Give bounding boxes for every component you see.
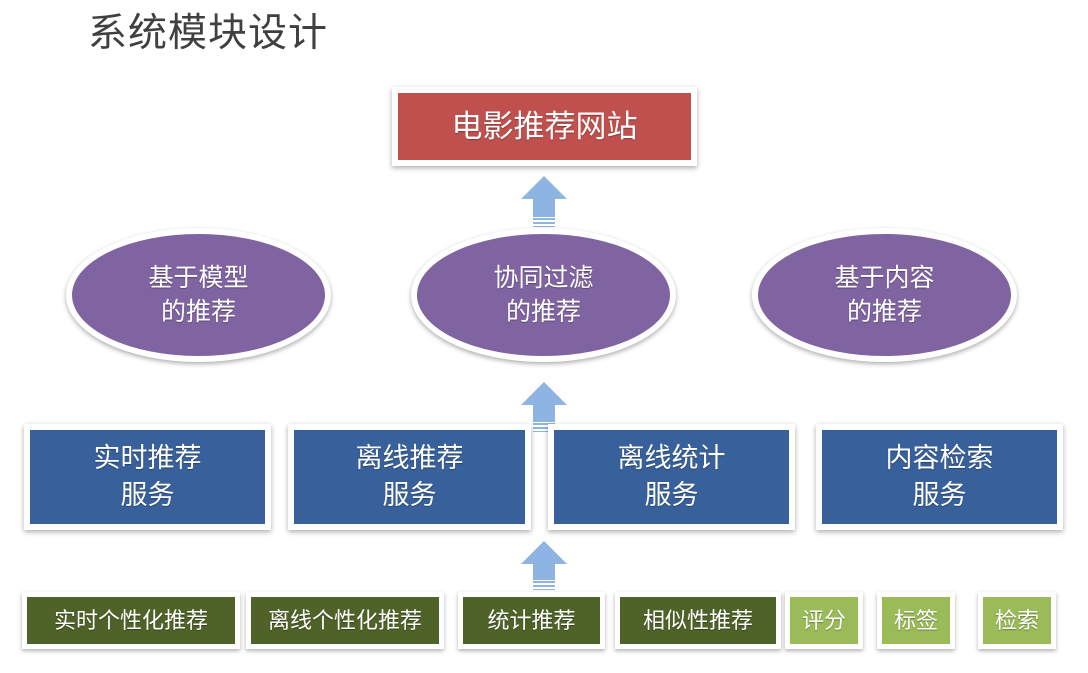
top-node-label: 电影推荐网站 xyxy=(451,108,638,144)
algorithm-node-collaborative-filtering[interactable]: 协同过滤 的推荐 xyxy=(411,228,676,362)
algorithm-node-label: 基于模型 的推荐 xyxy=(148,264,249,326)
service-node-label: 离线统计 服务 xyxy=(617,443,726,510)
data-node-similarity-recommendation[interactable]: 相似性推荐 xyxy=(615,592,781,649)
data-node-tag[interactable]: 标签 xyxy=(877,592,955,649)
algorithm-node-content-based[interactable]: 基于内容 的推荐 xyxy=(752,228,1017,362)
algorithm-node-model-based[interactable]: 基于模型 的推荐 xyxy=(66,228,331,362)
arrow-head-icon xyxy=(521,382,567,405)
arrow-head-icon xyxy=(521,176,567,199)
data-node-search[interactable]: 检索 xyxy=(978,592,1056,649)
arrow-head-icon xyxy=(521,541,567,564)
arrow-stripes xyxy=(533,218,555,227)
data-node-label: 统计推荐 xyxy=(487,607,576,633)
service-node-content-search[interactable]: 内容检索 服务 xyxy=(816,424,1063,530)
arrow-stripes xyxy=(533,423,555,432)
data-node-label: 实时个性化推荐 xyxy=(53,607,208,633)
data-node-label: 评分 xyxy=(801,607,846,633)
data-node-label: 相似性推荐 xyxy=(642,607,753,633)
arrow-stem xyxy=(533,199,555,217)
service-node-offline-recommendation[interactable]: 离线推荐 服务 xyxy=(288,424,531,530)
service-node-offline-statistics[interactable]: 离线统计 服务 xyxy=(548,424,795,530)
service-node-realtime-recommendation[interactable]: 实时推荐 服务 xyxy=(24,424,271,530)
data-node-label: 离线个性化推荐 xyxy=(267,607,422,633)
data-node-label: 标签 xyxy=(893,607,938,633)
service-node-label: 离线推荐 服务 xyxy=(355,443,464,510)
data-node-statistical-recommendation[interactable]: 统计推荐 xyxy=(458,592,605,649)
data-node-label: 检索 xyxy=(994,607,1039,633)
arrow-algorithm-to-site xyxy=(521,176,567,227)
top-node-movie-site[interactable]: 电影推荐网站 xyxy=(392,87,697,166)
algorithm-node-label: 协同过滤 的推荐 xyxy=(493,264,594,326)
arrow-stem xyxy=(533,564,555,580)
arrow-stem xyxy=(533,405,555,422)
arrow-stripes xyxy=(533,581,555,590)
algorithm-node-label: 基于内容 的推荐 xyxy=(834,264,935,326)
data-node-rating[interactable]: 评分 xyxy=(785,592,863,649)
page-title: 系统模块设计 xyxy=(88,12,329,55)
data-node-realtime-personalized-recommendation[interactable]: 实时个性化推荐 xyxy=(22,592,240,649)
service-node-label: 实时推荐 服务 xyxy=(93,443,202,510)
data-node-offline-personalized-recommendation[interactable]: 离线个性化推荐 xyxy=(246,592,444,649)
arrow-service-to-algorithm xyxy=(521,382,567,432)
service-node-label: 内容检索 服务 xyxy=(885,443,994,510)
arrow-data-to-service xyxy=(521,541,567,590)
